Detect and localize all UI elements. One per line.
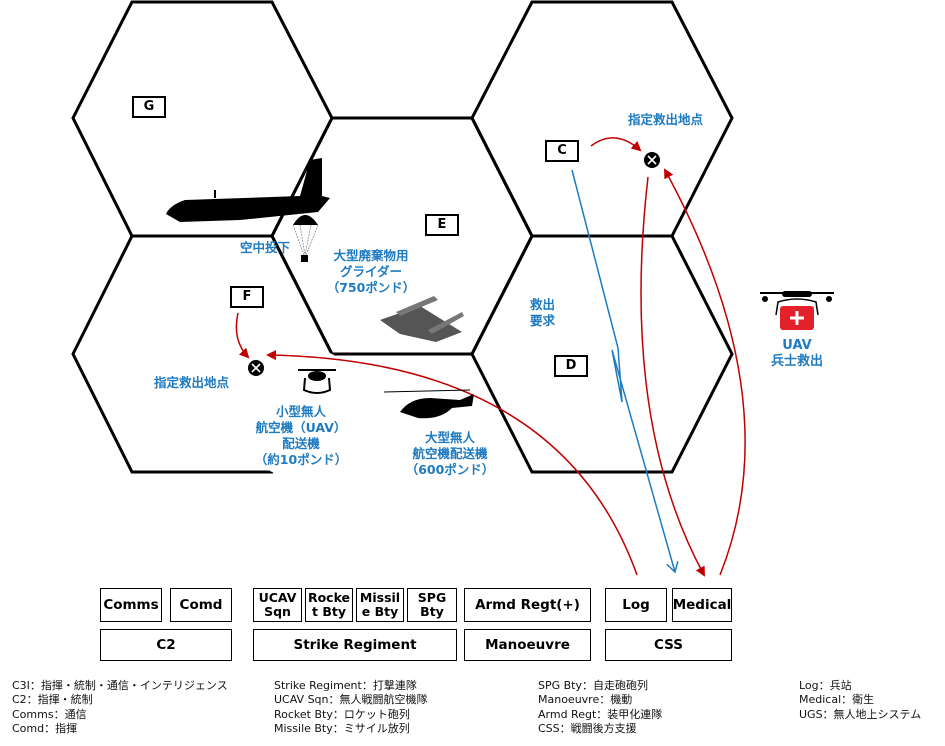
legend-item: C3I：指揮・統制・通信・インテリジェンス [12, 679, 228, 692]
parachute-icon [292, 215, 319, 262]
unit-comms: Comms [100, 588, 162, 622]
glider-label: 大型廃棄物用 グライダー （750ポンド） [326, 248, 416, 296]
rescue-point-label-c: 指定救出地点 [628, 112, 704, 127]
legend-item: Manoeuvre：機動 [538, 693, 633, 707]
unit-ucav-line: Sqn [264, 604, 291, 619]
hex-label-g: G [132, 96, 166, 118]
glider-icon [380, 296, 464, 342]
rescue-request-line: 救出 [530, 297, 556, 312]
large-uav-label-line: 航空機配送機 [412, 446, 488, 461]
unit-log: Log [605, 588, 667, 622]
unit-c2: C2 [100, 629, 232, 661]
hex-label-c: C [545, 140, 579, 162]
rescue-point-label-f: 指定救出地点 [154, 375, 230, 390]
legend-item: Medical：衛生 [799, 693, 875, 707]
large-uav-label-line: （600ポンド） [405, 462, 495, 477]
unit-comd: Comd [170, 588, 232, 622]
small-drone-icon [298, 369, 336, 394]
unit-ucav-sqn: UCAV Sqn [253, 588, 302, 622]
small-uav-label-line: 小型無人 [275, 404, 326, 419]
hex-label-d: D [554, 355, 588, 377]
unit-missile-line: Missil [359, 590, 401, 605]
unit-spg-line: Bty [420, 604, 444, 619]
unit-spg-bty: SPG Bty [407, 588, 457, 622]
airdrop-label: 空中投下 [240, 240, 291, 255]
unit-strike-regiment: Strike Regiment [253, 629, 457, 661]
unit-missile-bty: Missil e Bty [356, 588, 404, 622]
unit-css: CSS [605, 629, 732, 661]
uav-rescue-label: UAV 兵士救出 [766, 338, 828, 370]
unit-manoeuvre: Manoeuvre [464, 629, 591, 661]
uav-rescue-line: UAV [782, 338, 812, 353]
legend-item: SPG Bty：自走砲砲列 [538, 679, 649, 692]
small-uav-label-line: （約10ポンド） [254, 452, 348, 467]
legend-col-1: C3I：指揮・統制・通信・インテリジェンス C2：指揮・統制 Comms：通信 … [12, 679, 228, 736]
legend-item: C2：指揮・統制 [12, 693, 93, 707]
legend-col-4: Log：兵站 Medical：衛生 UGS：無人地上システム [799, 679, 921, 722]
cargo-plane-icon [166, 158, 330, 222]
unit-missile-line: e Bty [361, 604, 399, 619]
legend-item: CSS：戦闘後方支援 [538, 721, 637, 735]
helicopter-icon [383, 389, 474, 419]
unit-armd-regt: Armd Regt(+) [464, 588, 591, 622]
legend-item: Missile Bty：ミサイル放列 [274, 721, 410, 735]
legend-item: Strike Regiment：打撃連隊 [274, 679, 417, 692]
arrow-log-to-rescue-f [266, 350, 638, 576]
legend-item: UGS：無人地上システム [799, 707, 922, 721]
glider-label-line: グライダー [339, 264, 402, 279]
x-marker-icon [644, 152, 660, 168]
legend-item: Log：兵站 [799, 679, 852, 692]
glider-label-line: 大型廃棄物用 [333, 248, 409, 263]
unit-ucav-line: UCAV [258, 590, 297, 605]
arrow-f-to-rescue [235, 312, 250, 359]
small-uav-label: 小型無人 航空機（UAV） 配送機 （約10ポンド） [246, 404, 356, 468]
x-marker-icon [248, 360, 264, 376]
uav-rescue-line: 兵士救出 [770, 354, 823, 369]
small-uav-label-line: 航空機（UAV） [255, 420, 347, 435]
unit-rocket-line: t Bty [312, 604, 346, 619]
arrow-c-to-rescue [590, 137, 642, 152]
legend-item: UCAV Sqn：無人戦闘航空機隊 [274, 693, 428, 707]
large-uav-label-line: 大型無人 [424, 430, 475, 445]
unit-rocket-line: Rocke [307, 590, 351, 605]
unit-medical: Medical [672, 588, 732, 622]
glider-label-line: （750ポンド） [326, 280, 416, 295]
legend-col-2: Strike Regiment：打撃連隊 UCAV Sqn：無人戦闘航空機隊 R… [274, 679, 428, 736]
arrow-medical-to-rescue [664, 168, 746, 576]
comm-link-c-to-log [571, 169, 675, 572]
hex-label-f: F [230, 286, 264, 308]
hex-d [470, 234, 734, 474]
rescue-request-line: 要求 [530, 313, 556, 328]
hex-label-e: E [425, 214, 459, 236]
large-uav-label: 大型無人 航空機配送機 （600ポンド） [400, 430, 500, 478]
unit-rocket-bty: Rocke t Bty [305, 588, 353, 622]
legend-col-3: SPG Bty：自走砲砲列 Manoeuvre：機動 Armd Regt：装甲化… [538, 679, 662, 736]
medical-drone-icon [760, 291, 834, 330]
unit-spg-line: SPG [417, 590, 447, 605]
arrow-rescue-to-medical [640, 176, 705, 577]
legend-item: Armd Regt：装甲化連隊 [538, 707, 663, 721]
rescue-request-label: 救出 要求 [530, 297, 555, 329]
legend-item: Rocket Bty：ロケット砲列 [274, 707, 410, 721]
legend-item: Comms：通信 [12, 707, 87, 721]
small-uav-label-line: 配送機 [282, 436, 320, 451]
legend-item: Comd：指揮 [12, 721, 78, 735]
